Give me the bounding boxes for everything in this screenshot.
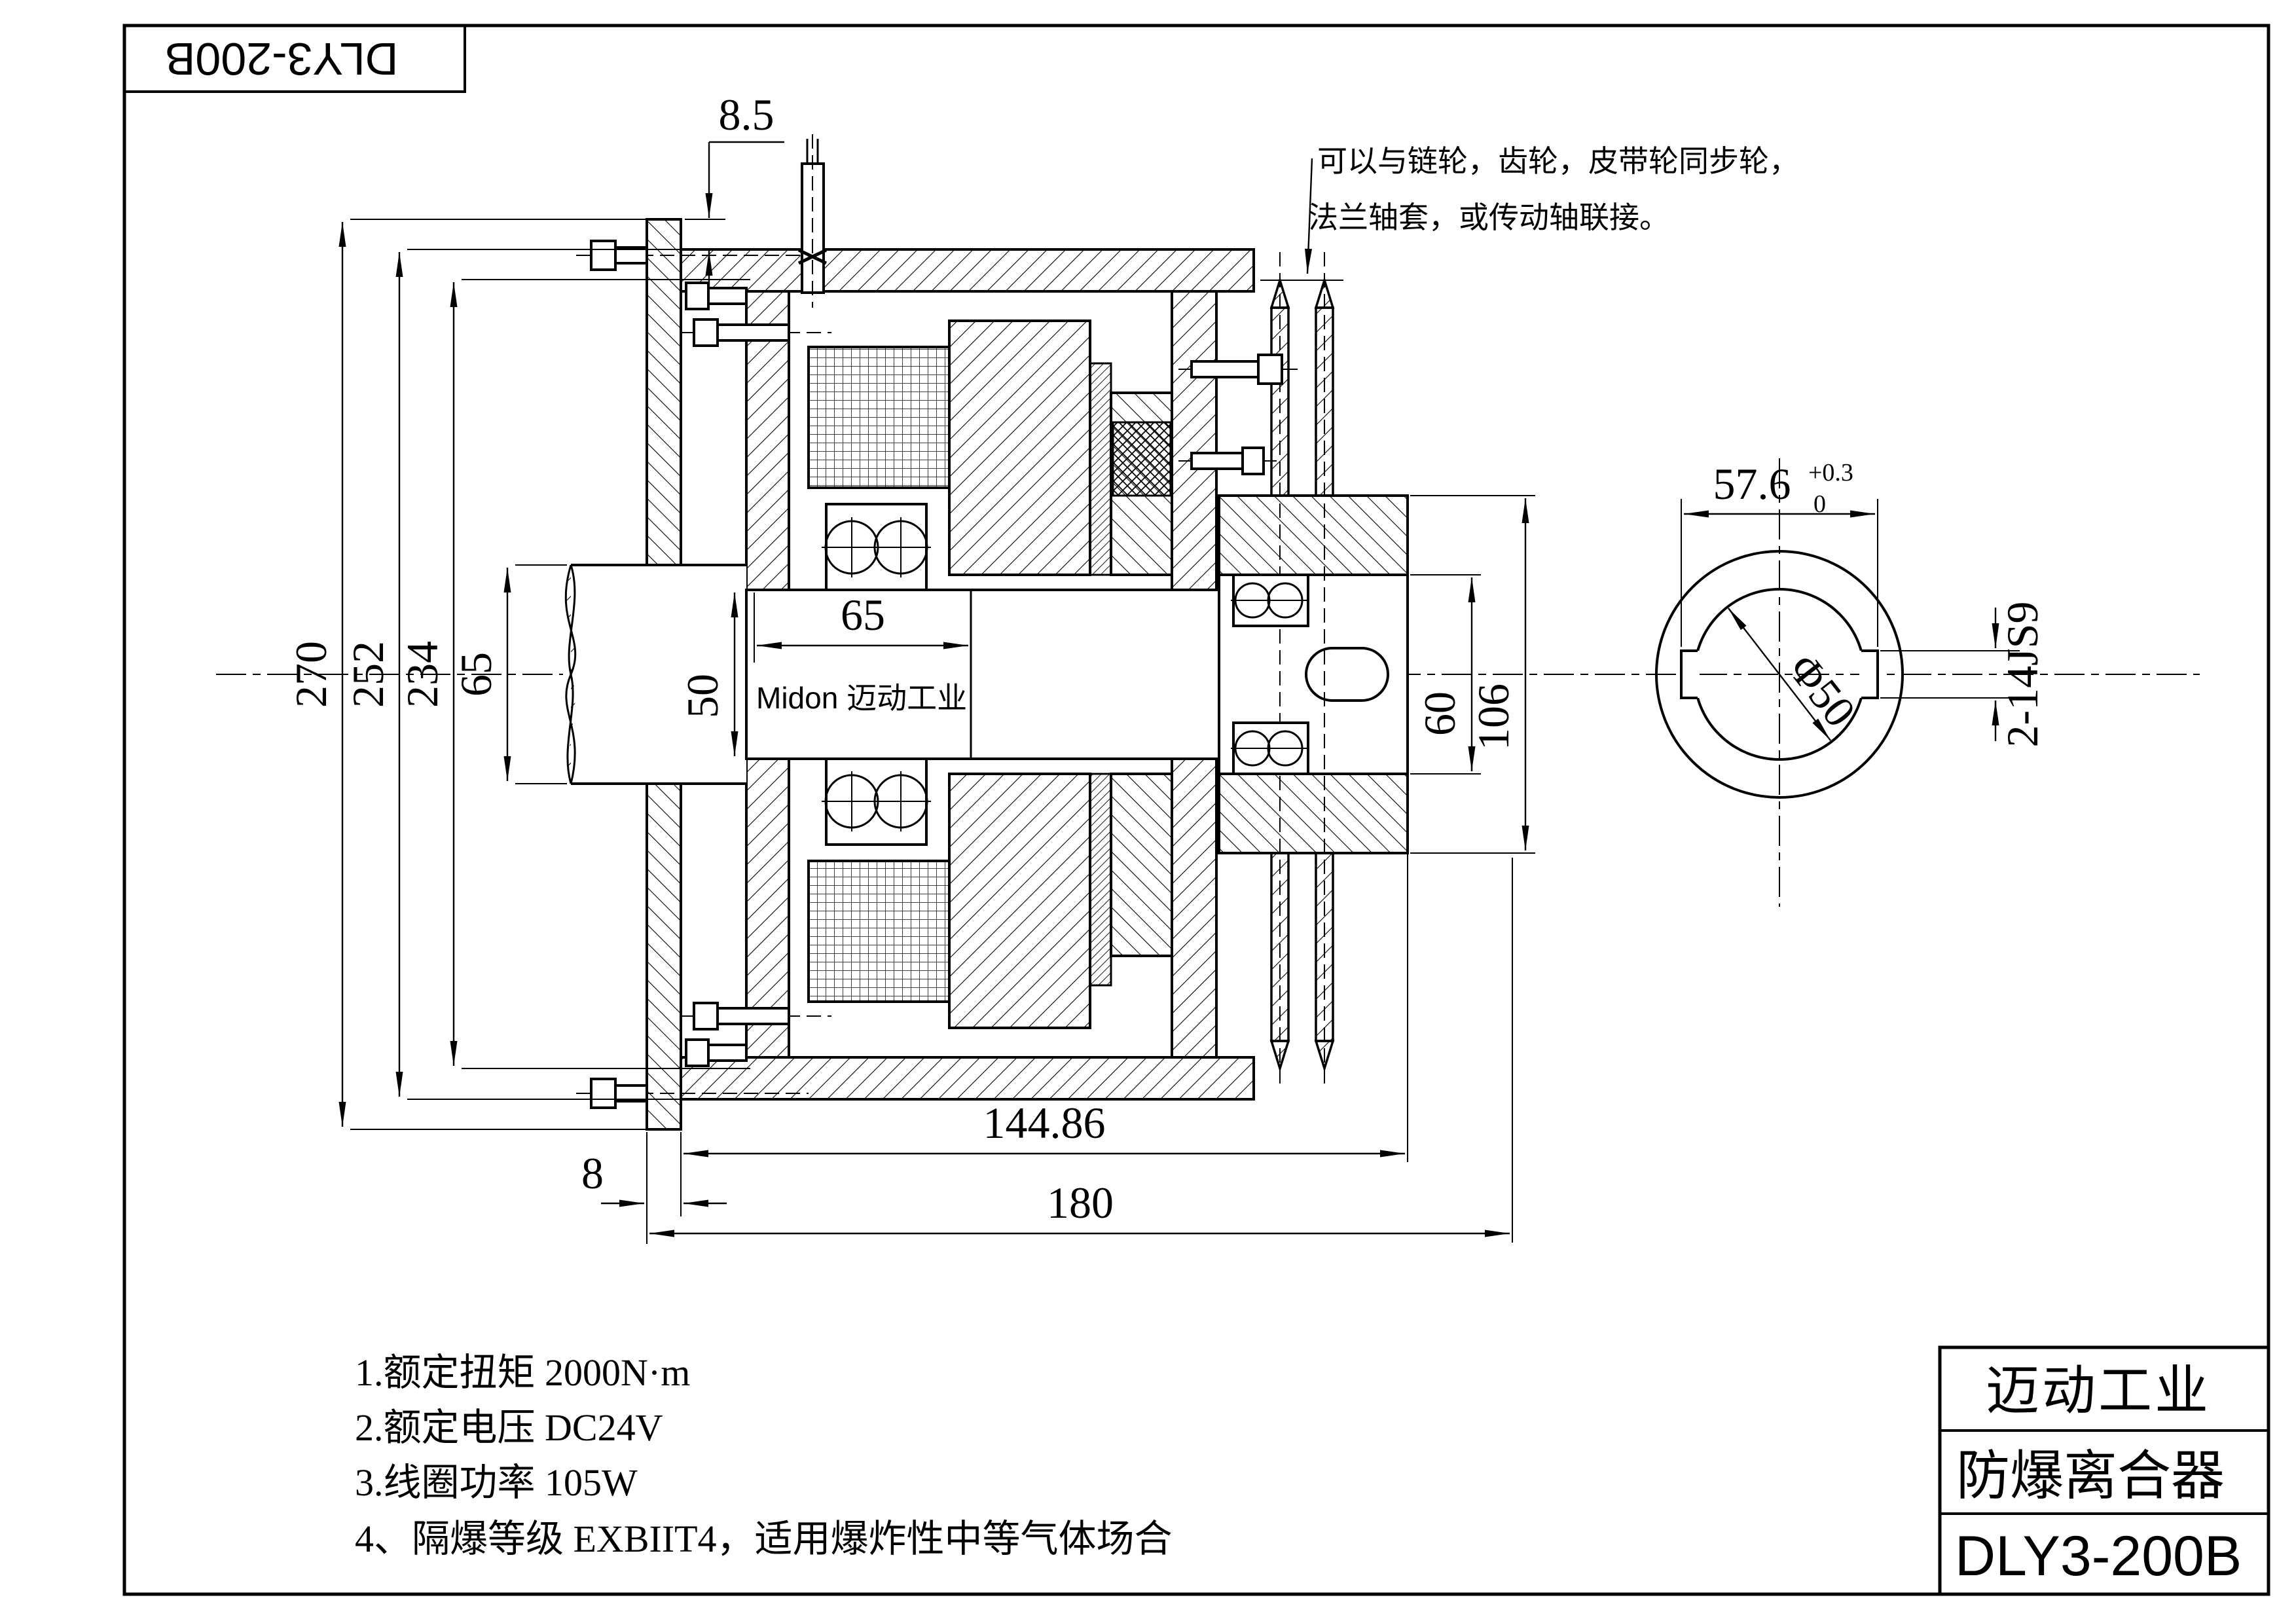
dim-value: 65 [451, 652, 501, 697]
dimension-sleeve-length: 65 [754, 590, 972, 663]
spring-section [1112, 421, 1172, 497]
bolt-shank [1190, 360, 1260, 378]
dim-value: 252 [343, 641, 393, 708]
title-block: 迈动工业 防爆离合器 DLY3-200B [1938, 1345, 2270, 1596]
bolt-shank [1190, 452, 1244, 470]
rotor-block-bottom [948, 773, 1091, 1029]
dimension-across-keyways: 57.6 +0.3 0 [1681, 459, 1878, 647]
coil-section-bottom [807, 860, 951, 1003]
disc-stack-top [1089, 362, 1112, 576]
housing-bottom-cover [680, 1056, 1255, 1101]
dim-value: 65 [841, 590, 885, 640]
dimension-hub-dia: 106 [1410, 495, 1535, 854]
model-box-frame [123, 24, 466, 93]
rotor-block-top [948, 319, 1091, 576]
cover-bolt-top [685, 282, 748, 310]
model-box-label: DLY3-200B [165, 33, 399, 84]
bolt-head [1257, 354, 1283, 385]
product-name: 防爆离合器 [1956, 1446, 2225, 1506]
keyway-right-outline [1861, 649, 1879, 699]
dim-value: 144.86 [983, 1098, 1106, 1148]
bearing-left-bottom [822, 757, 931, 846]
coil-section-top [807, 346, 951, 489]
dim-value: 2-14JS9 [1997, 602, 2047, 748]
drawing-border [122, 24, 2270, 1596]
inner-bolt-top [693, 318, 790, 347]
input-shaft [563, 564, 746, 785]
annotation-callout: 可以与链轮，齿轮，皮带轮同步轮， 法兰轴套，或传动轴联接。 [1305, 145, 1799, 274]
dim-value: 270 [286, 641, 336, 708]
dim-value: 8 [581, 1148, 604, 1198]
model-number: DLY3-200B [1955, 1525, 2242, 1588]
dimensions: 8.5 270 252 234 65 [286, 90, 1535, 1244]
output-hub-bottom [1218, 773, 1409, 854]
dimension-input-shaft-dia: 65 [451, 564, 567, 784]
dimension-inner-od: 234 [397, 279, 750, 1069]
bolt-head [1241, 447, 1265, 475]
bolt-shank [707, 1044, 748, 1062]
hub-bolt-lower [1190, 447, 1265, 475]
title-block-frame [1938, 1345, 2270, 1596]
dimension-flange-thickness: 8 [581, 1132, 727, 1244]
hub-bolt-upper [1190, 354, 1283, 385]
dimension-top-gap: 8.5 [685, 90, 784, 288]
bolt-head [685, 1038, 710, 1067]
output-keyway-slot [1305, 647, 1389, 702]
bolt-shank [716, 1007, 790, 1025]
dimension-bore-dia: 50 [678, 593, 738, 756]
bolt-head [685, 282, 710, 310]
dim-value: 50 [678, 674, 727, 718]
dim-value: 106 [1468, 684, 1518, 750]
note-line: 1.额定扭矩 2000N·m [355, 1351, 690, 1394]
output-hub-top [1218, 494, 1409, 576]
note-line: 2.额定电压 DC24V [355, 1406, 663, 1449]
cover-bolt-bottom [685, 1038, 748, 1067]
dimension-keyway-spec: 2-14JS9 [1880, 602, 2047, 748]
note-line: 4、隔爆等级 EXBIIT4，适用爆炸性中等气体场合 [355, 1518, 1173, 1560]
shaft-break-line-2 [566, 564, 576, 784]
dim-line [1728, 608, 1831, 741]
dimension-total-length: 180 [649, 858, 1513, 1243]
annotation-line-1: 可以与链轮，齿轮，皮带轮同步轮， [1317, 145, 1799, 178]
keyway-left-outline [1680, 649, 1698, 699]
disc-stack-bottom [1089, 773, 1112, 987]
bearing-left-top [822, 503, 931, 591]
bearing-right-bottom [1231, 721, 1309, 775]
model-box: DLY3-200B [123, 24, 466, 93]
dimension-housing-od: 252 [343, 249, 685, 1100]
inner-bolt-bottom [693, 1002, 790, 1030]
company-name: 迈动工业 [1986, 1361, 2211, 1421]
input-shaft-body [563, 566, 746, 782]
bolt-head [590, 240, 617, 271]
dim-value: 57.6 [1713, 459, 1791, 509]
conduit-break-mark [797, 248, 828, 265]
housing-top-cover [680, 248, 1255, 293]
shaft-marking-label: Midon 迈动工业 [756, 681, 967, 715]
bolt-head [590, 1078, 617, 1109]
bearing-right-top [1231, 574, 1309, 627]
dimension-output-shaft-dia: 60 [1410, 574, 1481, 775]
bolt-head [693, 318, 719, 347]
bolt-head [693, 1002, 719, 1030]
dim-value: 234 [397, 641, 447, 708]
annotation-line-2: 法兰轴套，或传动轴联接。 [1308, 201, 1669, 234]
dim-tolerance-lower: 0 [1813, 490, 1826, 518]
leader-line [1305, 158, 1313, 274]
bolt-shank [716, 323, 790, 342]
dim-value: 60 [1415, 691, 1465, 736]
bolt-shank [707, 287, 748, 305]
dim-tolerance-upper: +0.3 [1808, 459, 1853, 486]
lead-wire-conduit [797, 134, 828, 308]
dim-value: 180 [1047, 1178, 1114, 1228]
technical-notes: 1.额定扭矩 2000N·m 2.额定电压 DC24V 3.线圈功率 105W … [355, 1351, 1173, 1560]
dimension-body-length: 144.86 [683, 778, 1408, 1162]
note-line: 3.线圈功率 105W [355, 1461, 638, 1504]
inner-sleeve [745, 589, 1304, 760]
pressure-plate-bottom [1110, 773, 1173, 957]
dimension-flange-od: 270 [286, 219, 648, 1130]
main-section-view: Midon 迈动工业 [216, 134, 2200, 1131]
dim-value: 8.5 [719, 90, 774, 139]
hub-outer-circle [1655, 550, 1904, 799]
